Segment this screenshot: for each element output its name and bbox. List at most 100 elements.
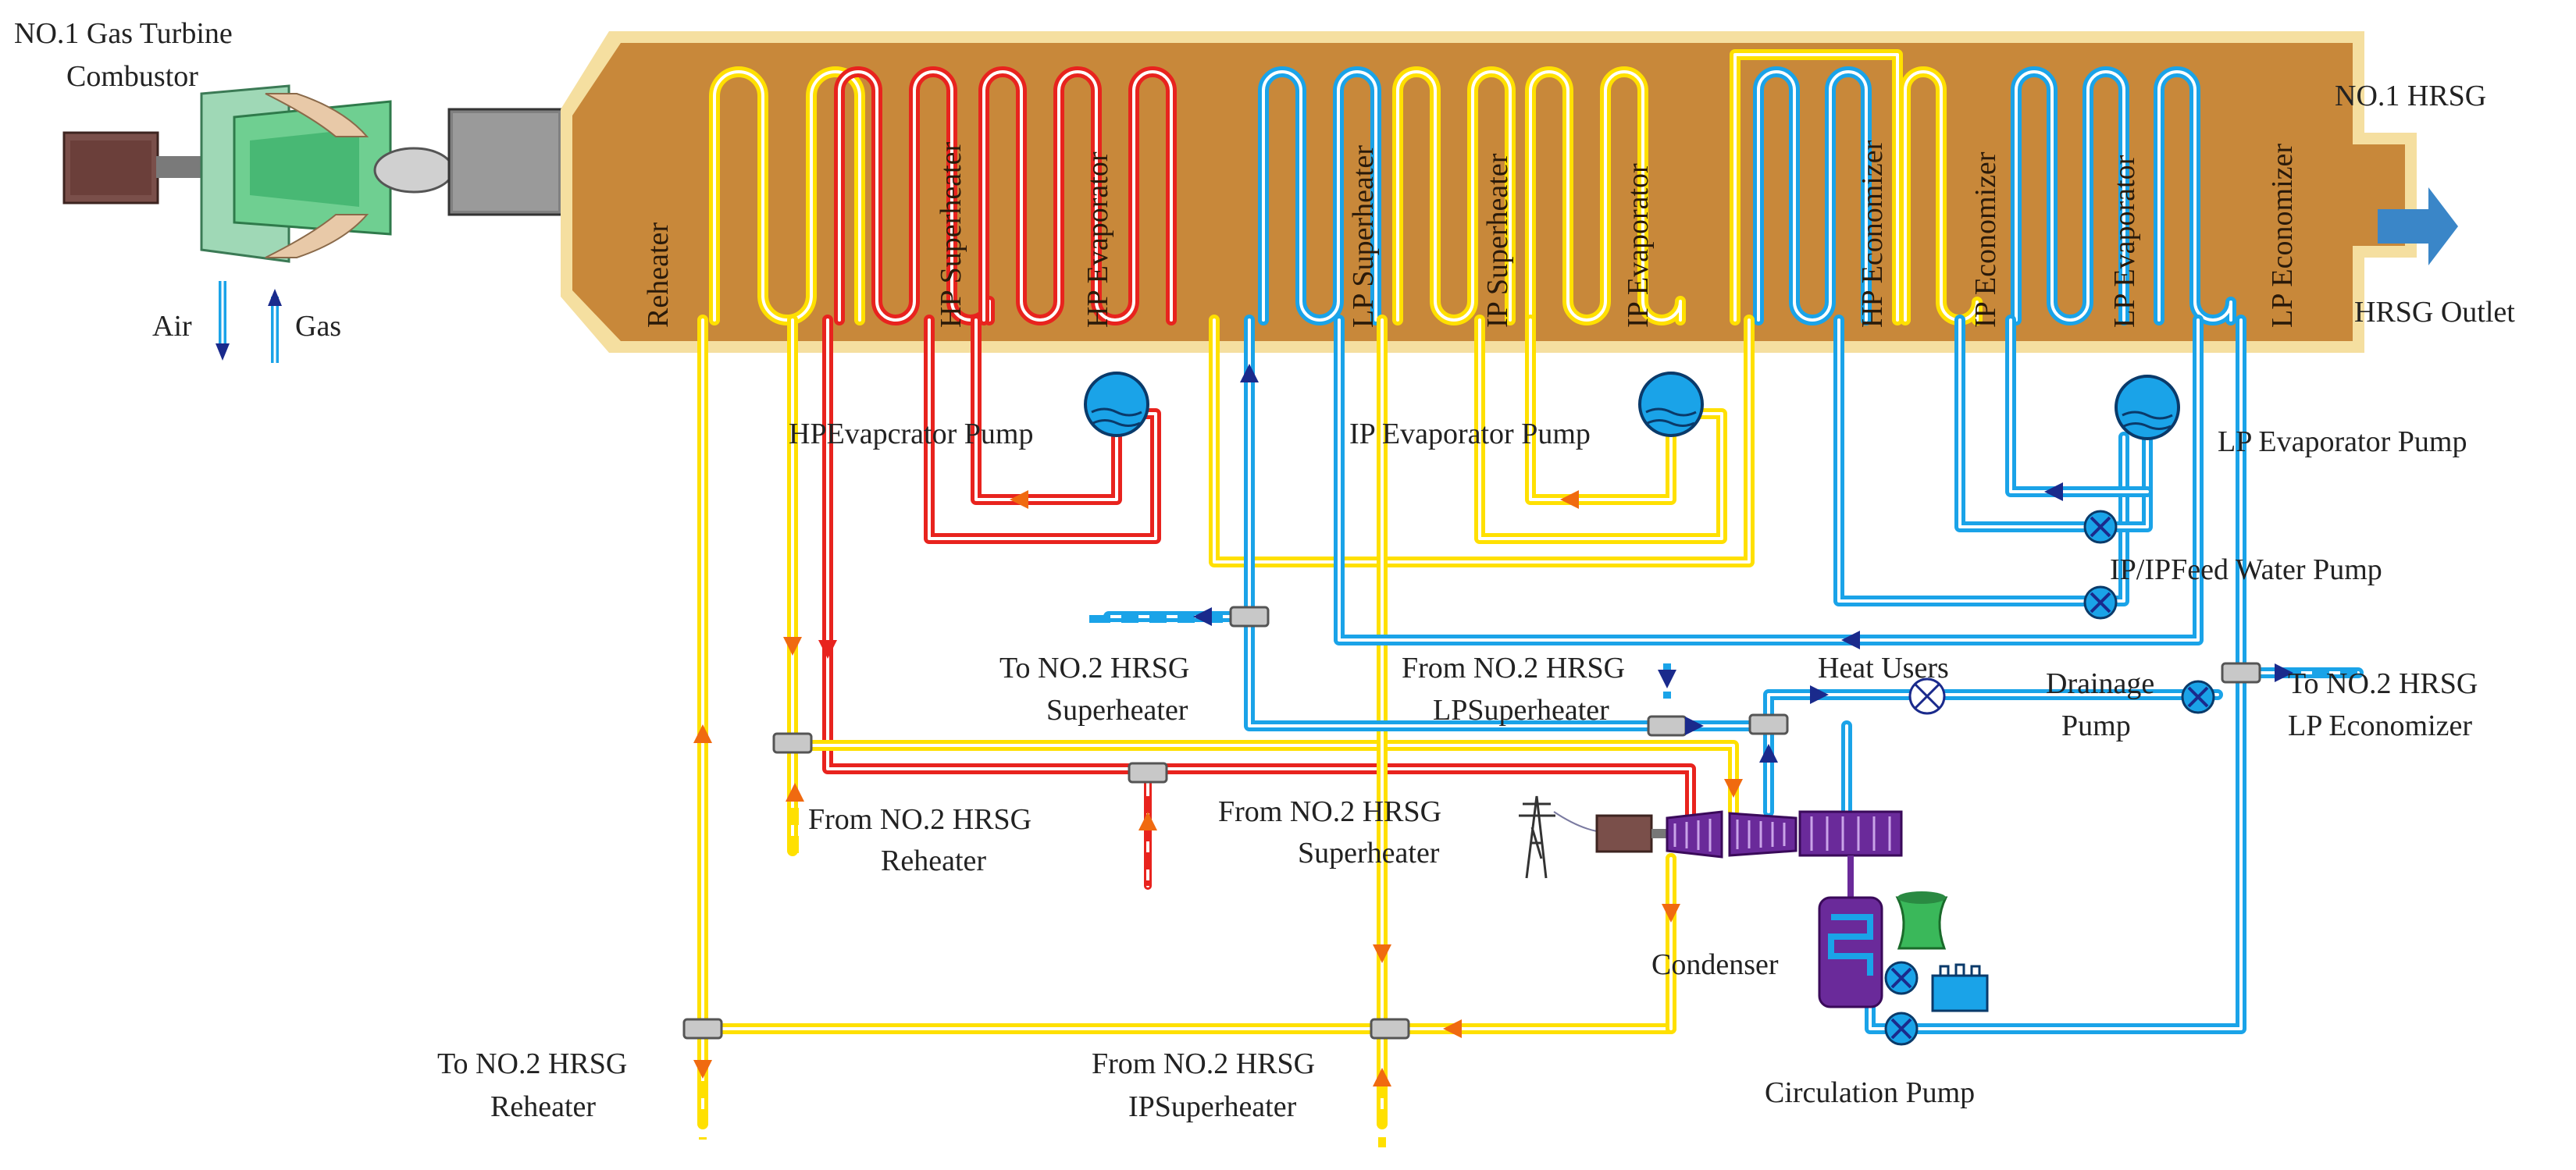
flow-arrow-crh <box>1724 779 1743 798</box>
flow-arrow-lpsh-right <box>1685 717 1704 735</box>
lp-economizer-return <box>1334 315 2204 645</box>
ip-economizer-return <box>1209 315 1755 567</box>
hrsg-outlet-label: HRSG Outlet <box>2354 296 2515 329</box>
condenser-label: Condenser <box>1651 948 1779 981</box>
to-no2-rh-label-line1: To NO.2 HRSG <box>437 1047 627 1080</box>
flow-arrow-to-no2-sh <box>1193 607 1212 626</box>
gas-arrow-icon <box>268 289 282 363</box>
feed-pump-label: IP/IPFeed Water Pump <box>2110 553 2382 586</box>
from-no2-rh-label-line2: Reheater <box>881 845 986 877</box>
hp-evaporator-drum-icon <box>1084 372 1149 437</box>
section-label-6: HP Economizer <box>1856 140 1889 328</box>
hp-economizer-coil <box>1753 66 1872 325</box>
pipe-network <box>682 315 2366 1147</box>
drainage-pump-label-line1: Drainage <box>2046 667 2154 700</box>
to-no2-lpeco-label-line2: LP Economizer <box>2288 709 2472 742</box>
hp-steam-main <box>822 315 1696 823</box>
flow-arrow-rh-up <box>693 724 712 743</box>
heat-users-cross <box>1914 683 1940 709</box>
section-label-1: HP Superheater <box>935 142 967 328</box>
hrsg-title: NO.1 HRSG <box>2335 80 2486 112</box>
air-label: Air <box>152 310 192 343</box>
to-no2-sh-label-line1: To NO.2 HRSG <box>999 652 1189 685</box>
reheater-coil <box>709 66 865 325</box>
ip-evaporator-drum-icon <box>1638 372 1704 437</box>
flow-arrow-ipsh-up <box>1373 1068 1391 1086</box>
valve-to-no2-sh <box>1229 606 1270 628</box>
flow-arrow-to-rh <box>693 1060 712 1079</box>
lp-superheater-coil <box>1258 66 1381 325</box>
cooling-basin-icon <box>1931 963 1989 1012</box>
valve-to-no2-lpeco <box>2221 662 2261 684</box>
drainage-pump-label-line2: Pump <box>2061 709 2131 742</box>
from-no2-ipsh-label-line2: IPSuperheater <box>1128 1090 1297 1123</box>
valve-from-no2-rh <box>772 732 813 754</box>
from-no2-rh-label-line1: From NO.2 HRSG <box>808 803 1031 836</box>
to-no2-sh-label-line2: Superheater <box>1046 694 1188 727</box>
ip-economizer-coil <box>1900 66 1983 325</box>
gas-turbine <box>62 84 564 263</box>
lp-evap-return <box>2005 315 2153 497</box>
gas-turbine-label-line1: NO.1 Gas Turbine <box>14 17 233 50</box>
gas-label: Gas <box>295 310 341 343</box>
ip-feed-pump-icon-blades <box>2090 516 2111 538</box>
ip-economizer-feed <box>1954 315 2153 532</box>
circulation-pump-label: Circulation Pump <box>1765 1076 1975 1109</box>
flow-arrow-lp-return <box>1841 631 1860 649</box>
flow-arrow-condenser <box>1662 904 1680 923</box>
hp-superheater-coil <box>834 66 995 325</box>
flow-arrow-from-lpsh <box>1658 670 1676 688</box>
ip-steam-header <box>697 853 1676 1034</box>
from-no2-lpsh-label-line2: LPSuperheater <box>1433 694 1609 727</box>
from-no2-sh-label-line1: From NO.2 HRSG <box>1218 795 1441 828</box>
flow-arrow-ip-header <box>1443 1019 1462 1038</box>
steam-turbine-icon <box>1666 810 1903 859</box>
hp-economizer-bypass <box>1730 49 1903 325</box>
flow-arrow-hp-down <box>818 640 837 659</box>
flow-arrow-lpsh-up <box>1240 364 1259 382</box>
hp-pump-label: HPEvapcrator Pump <box>789 418 1033 450</box>
section-label-5: IP Evaporator <box>1622 163 1655 328</box>
from-no2-sh-label-line2: Superheater <box>1298 837 1440 869</box>
hp-evaporator-loop-inner <box>971 315 1122 505</box>
valve-from-no2-ipsh <box>1370 1018 1410 1040</box>
lp-evaporator-feed <box>1833 315 2129 606</box>
from-no2-ipsh-label-line1: From NO.2 HRSG <box>1092 1047 1315 1080</box>
section-label-8: LP Evaporator <box>2108 155 2141 328</box>
lp-evaporator-coil <box>2011 66 2129 325</box>
flow-arrow-rh-down <box>783 637 802 656</box>
ip-superheater-coil <box>1392 66 1516 325</box>
flow-arrows <box>693 364 2293 1086</box>
circulation-pump-icon-blades <box>1890 1018 1912 1040</box>
air-arrow-icon <box>216 281 230 361</box>
section-label-7: IP Economizer <box>1969 151 2002 328</box>
section-label-2: HP Evaporator <box>1081 151 1114 328</box>
flow-arrow-heat-users <box>1810 685 1829 704</box>
lp-feed-pump-icon-blades <box>2090 592 2111 613</box>
section-label-4: IP Superheater <box>1481 153 1514 328</box>
from-no2-lpsh-label-line1: From NO.2 HRSG <box>1402 652 1625 685</box>
ip-pump-label: IP Evaporator Pump <box>1349 418 1591 450</box>
lp-economizer-coil <box>2154 66 2236 325</box>
valve-from-no2-lpsh <box>1647 715 1687 737</box>
valve-to-no2-rh <box>682 1018 723 1040</box>
heat-users-label: Heat Users <box>1818 652 1949 685</box>
drainage-pump-icon-blades <box>2187 686 2209 708</box>
section-label-9: LP Economizer <box>2266 144 2299 328</box>
gas-turbine-label-line2: Combustor <box>66 60 198 93</box>
flow-arrow-junction-up <box>1759 744 1778 763</box>
ip-evaporator-loop-inner <box>1525 315 1676 505</box>
valve-from-no2-sh <box>1128 762 1168 784</box>
flow-arrow-ip-loop <box>1560 490 1579 509</box>
flow-arrow-hp-loop <box>1010 490 1028 509</box>
condenser-pump-icon-blades <box>1890 967 1912 989</box>
lp-pump-label: LP Evaporator Pump <box>2218 425 2467 458</box>
section-label-3: LP Superheater <box>1347 145 1380 328</box>
ip-evaporator-loop-outer <box>1474 315 1727 544</box>
valve-lp-junction <box>1748 713 1789 735</box>
flow-arrow-from-sh <box>1138 812 1157 830</box>
lp-superheater-outlet <box>1244 315 1774 731</box>
